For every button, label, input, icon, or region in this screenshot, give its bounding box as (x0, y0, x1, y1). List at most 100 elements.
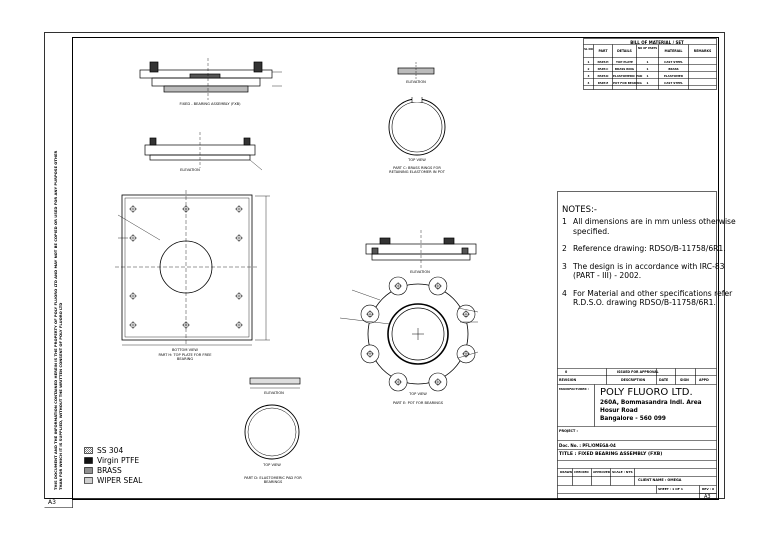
pot-lug-crosshair (462, 310, 470, 319)
part-e-lugs (360, 276, 476, 392)
pot-lug-crosshair (433, 282, 442, 290)
bom-cell: 1 (646, 80, 649, 85)
bolt-hole-crosshair (182, 205, 190, 213)
legend-label: Virgin PTFE (97, 455, 140, 465)
pot-lug-crosshair (394, 378, 403, 386)
part-h-elevation (144, 132, 263, 171)
part-e-pot-plan (367, 283, 469, 385)
note-number: 4 (562, 288, 567, 298)
sheet-size-right: A3 (704, 494, 711, 500)
bom-header-material: MATERIAL (664, 49, 683, 53)
part-e-elevation (365, 230, 477, 268)
legend-swatch (84, 456, 93, 464)
bom-table-grid (583, 38, 717, 90)
note-number: 2 (562, 244, 567, 253)
pot-lug-crosshair (394, 282, 403, 290)
legend-label: SS 304 (97, 445, 124, 455)
label-part-h: PART H: TOP PLATE FOR FREE BEARING (158, 353, 212, 362)
pot-lug-crosshair (366, 349, 374, 358)
label-part-c-elevation: ELEVATION (406, 80, 426, 84)
part-c-top-view (388, 96, 446, 156)
doc-no: Doc. No. : PFL/OMEGA-04 (559, 443, 616, 448)
label-bottom-view: BOTTOM VIEW (172, 348, 198, 352)
part-h-top-plate (115, 190, 258, 346)
notes-title: NOTES:- (562, 205, 597, 215)
bolt-hole-crosshair (235, 234, 243, 242)
note-text: (PART - III) - 2002. (573, 271, 642, 280)
note-text: All dimensions are in mm unless otherwis… (573, 217, 736, 226)
bolt-hole-crosshair (235, 321, 243, 329)
bom-cell: 3 (587, 73, 590, 78)
legend-swatch (84, 446, 93, 454)
outer-border (44, 32, 725, 499)
fixed-assembly-elevation (139, 58, 282, 100)
revision-header-sign: SIGN (680, 378, 689, 382)
label-part-e-elevation: ELEVATION (410, 270, 430, 274)
note-number: 3 (562, 261, 567, 271)
label-part-c: PART C: BRASS RINGS FOR RETAINING ELASTO… (389, 166, 445, 175)
note-text: specified. (573, 226, 610, 236)
bom-cell: ELASTOMER (663, 73, 683, 78)
revision-table: 0 ISSUED FOR APPROVAL REVISION DESCRIPTI… (557, 369, 717, 384)
scale-label: SCALE : NTS (612, 470, 633, 474)
bolt-hole-crosshair (129, 205, 137, 213)
bom-cell: PART-C (597, 66, 609, 71)
bom-cell: 4 (587, 80, 590, 85)
label-part-d-top-view: TOP VIEW (263, 463, 281, 467)
bom-cell: POT FOR BEARING (613, 80, 642, 85)
bolt-hole-crosshair (235, 292, 243, 300)
project-label: PROJECT : (559, 429, 578, 433)
bom-cell: CAST STEEL (664, 59, 683, 64)
revision-header-desc: DESCRIPTION (621, 378, 646, 382)
bom-header-noparts: NO OF PARTS (637, 47, 658, 50)
label-fixed-assembly: FIXED - BEARING ASSEMBLY (FXB) (179, 102, 241, 106)
label-part-e: PART E: POT FOR BEARINGS (393, 401, 443, 405)
bom-cell: TOP PLATE (616, 59, 633, 64)
side-disclaimer-box: THIS DOCUMENT AND THE INFORMATION CONTAI… (52, 150, 78, 490)
bom-header-sl: SL NO (584, 48, 593, 51)
bolt-hole-crosshair (182, 321, 190, 329)
rev-number: REV : 0 (702, 487, 715, 491)
label-part-d-elevation: ELEVATION (264, 391, 284, 395)
drawing-title: TITLE : FIXED BEARING ASSEMBLY (FXB) (559, 452, 663, 457)
note-text: R.D.S.O. drawing RDSO/B-11758/6R1. (573, 298, 716, 307)
legend-swatch (84, 466, 93, 474)
checked-label: CHECKED (574, 470, 589, 474)
company-address-1: 260A, Bommasandra Indl. Area (600, 400, 702, 406)
legend-item: Virgin PTFE (84, 455, 139, 465)
legend-item: SS 304 (84, 445, 123, 455)
label-part-c-top-view: TOP VIEW (408, 158, 426, 162)
bolt-hole-crosshair (129, 292, 137, 300)
sheet-number: SHEET : 1 OF 1 (658, 487, 683, 491)
pot-lug-crosshair (462, 349, 470, 358)
note-text: Reference drawing: RDSO/B-11758/6R1. (573, 244, 726, 253)
bom-cell: BRASS (668, 66, 679, 71)
bom-cell: PART-D (597, 73, 609, 78)
part-h-bolt-holes (129, 205, 243, 329)
bom-cell: 1 (587, 59, 590, 64)
bom-header-part: PART (598, 49, 608, 53)
pot-lug-crosshair (366, 310, 374, 319)
client-name: CLIENT NAME : OMEGA (638, 478, 682, 482)
bom-cell: 1 (646, 66, 649, 71)
revision-header-appd: APPD (699, 378, 709, 382)
bom-header-details: DETAILS (617, 49, 632, 53)
company-name: POLY FLUORO LTD. (600, 387, 693, 398)
manufacturer-label: MANUFACTURER : (559, 387, 589, 391)
title-block-grid (557, 191, 717, 499)
legend-item: WIPER SEAL (84, 475, 142, 485)
bom-cell: CAST STEEL (664, 80, 683, 85)
legend-label: BRASS (97, 465, 122, 475)
inner-border (72, 37, 719, 500)
bom-cell: BRASS RING (614, 66, 635, 71)
note-text: For Material and other specifications re… (573, 288, 733, 298)
bom-cell: PART-H (597, 59, 609, 64)
part-d-elevation (249, 377, 301, 389)
bom-cell: ELASTOMERIC PAD (613, 73, 643, 78)
legend-label: WIPER SEAL (97, 475, 143, 485)
legend-item: BRASS (84, 465, 122, 475)
part-c-elevation (397, 62, 435, 80)
company-address-2: Hosur Road (600, 408, 638, 414)
